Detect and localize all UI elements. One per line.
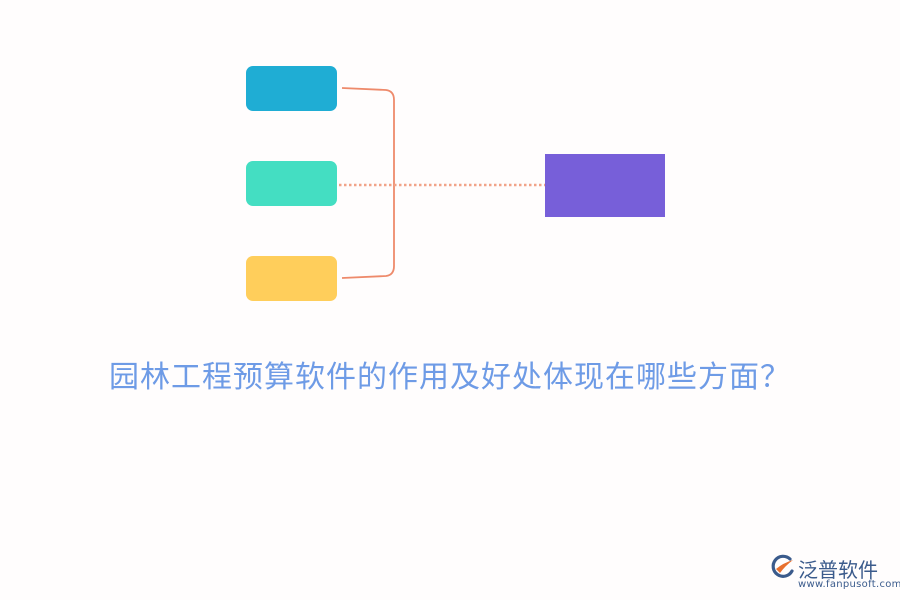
page-title: 园林工程预算软件的作用及好处体现在哪些方面？ [109,360,791,395]
diagram-node-green [246,161,337,206]
diagram-node-blue [246,66,337,111]
brand-name: 泛普软件 [798,558,878,582]
fanpu-logo-icon [771,554,794,578]
diagram-node-yellow [246,256,337,301]
bracket-connector [341,87,395,279]
diagram-target-box [545,154,665,217]
brand-url: www.fanpusoft.com [798,579,900,590]
brand-watermark[interactable]: 泛普软件 www.fanpusoft.com [770,552,900,592]
